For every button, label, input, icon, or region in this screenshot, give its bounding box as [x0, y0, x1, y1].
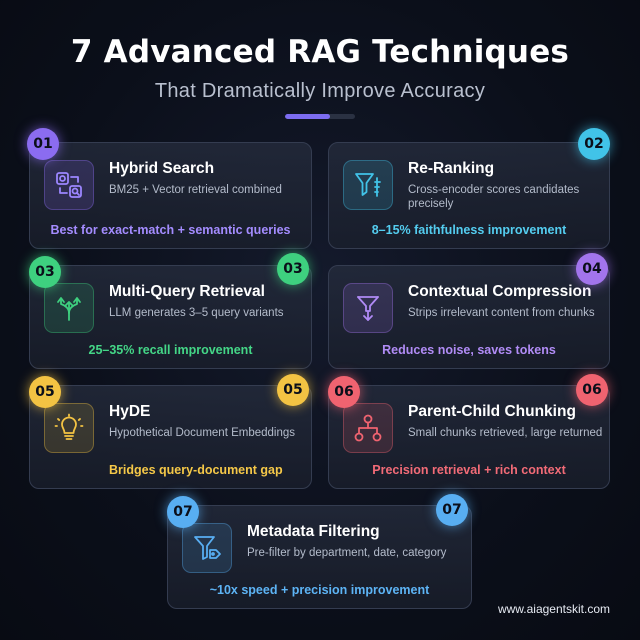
page-subtitle: That Dramatically Improve Accuracy — [154, 80, 486, 102]
footer-url: www.aiagentskit.com — [497, 602, 610, 616]
number-badge-06: 06 — [328, 376, 360, 408]
card-title: Multi-Query Retrieval — [109, 283, 265, 300]
number-badge-03: 03 — [29, 256, 61, 288]
card-description: Cross-encoder scores candidates precisel… — [408, 184, 580, 210]
number-badge-01: 01 — [27, 128, 59, 160]
lightbulb-icon — [44, 403, 94, 453]
card-description: Small chunks retrieved, large returned — [408, 427, 603, 439]
technique-card-hyde: HyDE Hypothetical Document Embeddings Br… — [29, 385, 312, 489]
number-badge-07: 07 — [167, 496, 199, 528]
funnel-icon — [343, 160, 393, 210]
card-description: BM25 + Vector retrieval combined — [109, 184, 282, 196]
technique-card-hybrid-search: Hybrid Search BM25 + Vector retrieval co… — [29, 142, 312, 249]
card-highlight: 8–15% faithfulness improvement — [371, 223, 567, 237]
branch-arrows-icon — [44, 283, 94, 333]
hierarchy-icon — [343, 403, 393, 453]
card-description: Pre-filter by department, date, category — [247, 547, 447, 559]
card-title: Hybrid Search — [109, 160, 215, 177]
card-title: Re-Ranking — [408, 160, 495, 177]
card-title: Contextual Compression — [408, 283, 592, 300]
card-highlight: Bridges query-document gap — [109, 463, 283, 477]
number-badge-04: 04 — [576, 253, 608, 285]
number-badge-02: 02 — [578, 128, 610, 160]
card-description: Strips irrelevant content from chunks — [408, 307, 595, 319]
technique-card-parent-child: Parent-Child Chunking Small chunks retri… — [328, 385, 610, 489]
technique-card-multi-query: Multi-Query Retrieval LLM generates 3–5 … — [29, 265, 312, 369]
progress-fill — [285, 114, 330, 119]
number-badge-07-right: 07 — [436, 494, 468, 526]
technique-card-metadata-filtering: Metadata Filtering Pre-filter by departm… — [167, 505, 472, 609]
card-title: Metadata Filtering — [247, 523, 380, 540]
number-badge-05-right: 05 — [277, 374, 309, 406]
card-title: Parent-Child Chunking — [408, 403, 576, 420]
progress-bar — [285, 114, 355, 119]
card-description: Hypothetical Document Embeddings — [109, 427, 296, 439]
number-badge-06-right: 06 — [576, 374, 608, 406]
number-badge-03-right: 03 — [277, 253, 309, 285]
card-highlight: Precision retrieval + rich context — [372, 463, 566, 477]
technique-card-contextual-compression: Contextual Compression Strips irrelevant… — [328, 265, 610, 369]
technique-card-re-ranking: Re-Ranking Cross-encoder scores candidat… — [328, 142, 610, 249]
card-description: LLM generates 3–5 query variants — [109, 307, 284, 319]
card-highlight: ~10x speed + precision improvement — [209, 583, 430, 597]
filter-tag-icon — [182, 523, 232, 573]
card-title: HyDE — [109, 403, 151, 420]
card-highlight: Best for exact-match + semantic queries — [50, 223, 291, 237]
compress-funnel-icon — [343, 283, 393, 333]
search-icon — [44, 160, 94, 210]
card-highlight: Reduces noise, saves tokens — [382, 343, 556, 357]
number-badge-05: 05 — [29, 376, 61, 408]
page-title: 7 Advanced RAG Techniques — [70, 34, 570, 70]
card-highlight: 25–35% recall improvement — [88, 343, 253, 357]
